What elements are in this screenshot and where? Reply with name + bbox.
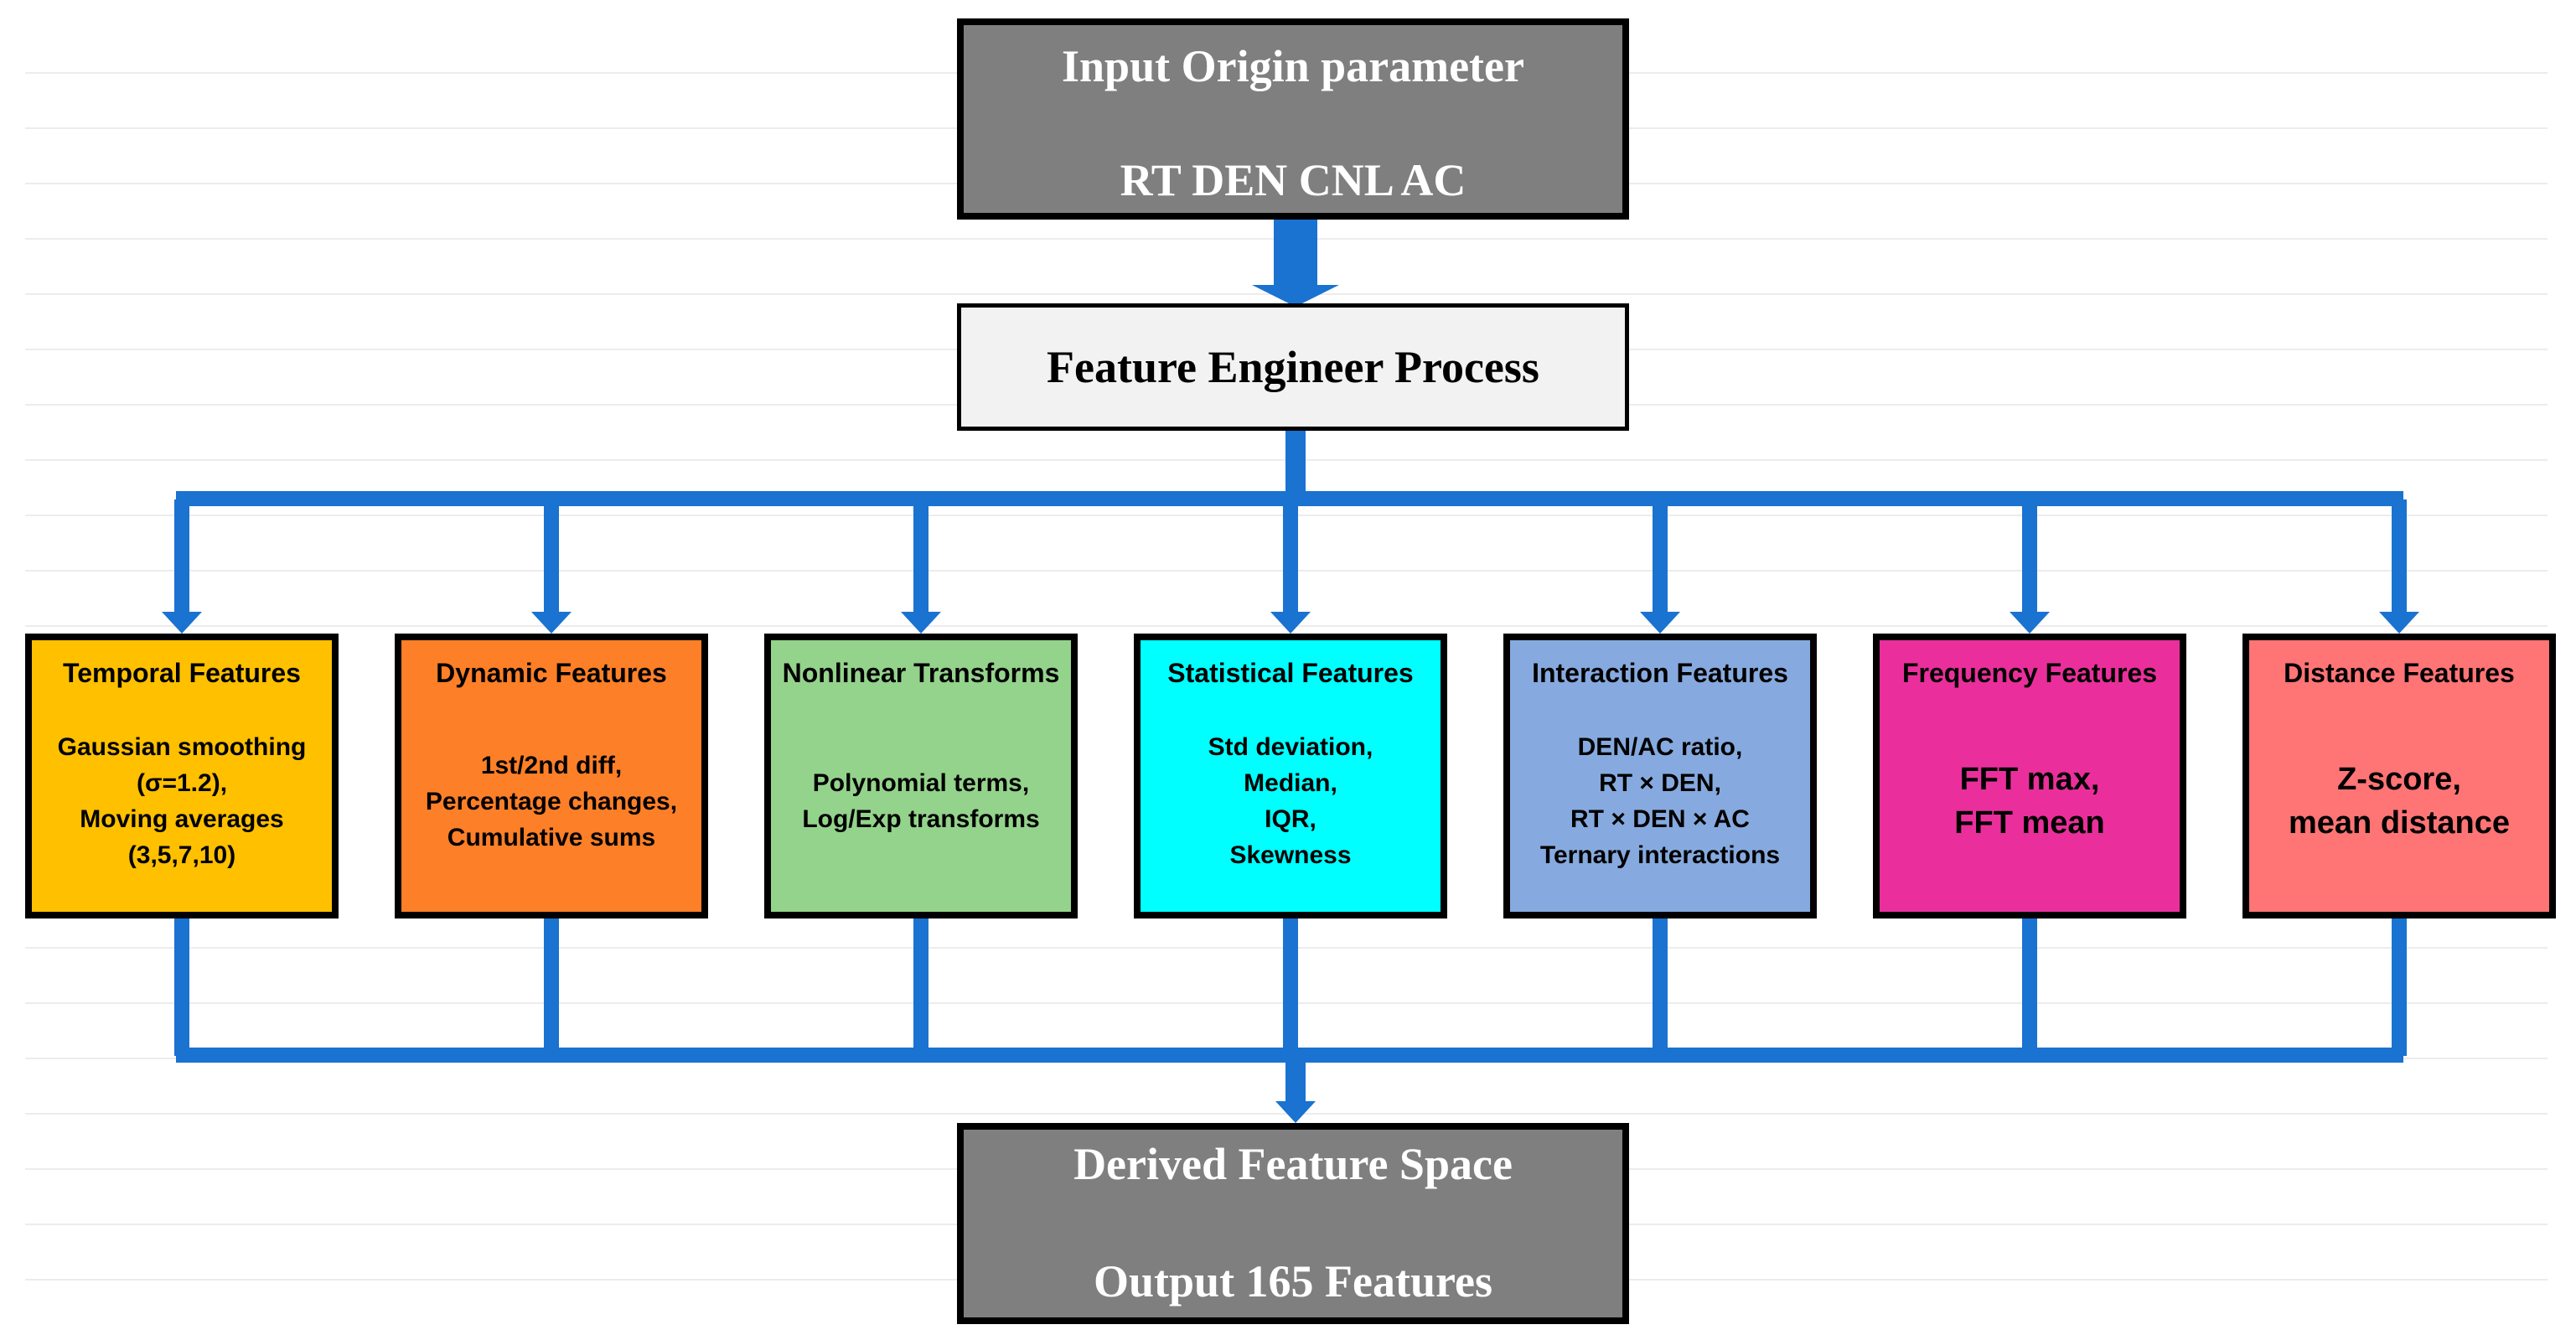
feature-box-title: Nonlinear Transforms [782, 658, 1060, 688]
interaction-return-connector [1653, 913, 1668, 1056]
derived-feature-space-box: Derived Feature Space Output 165 Feature… [957, 1123, 1629, 1324]
nonlinear-branch-connector [913, 499, 928, 613]
process-box-label: Feature Engineer Process [1047, 342, 1539, 392]
feature-box-body: Polynomial terms, Log/Exp transforms [802, 769, 1040, 833]
frequency-return-connector [2022, 913, 2037, 1056]
dynamic-arrow-head [531, 612, 572, 634]
input-to-process-arrow-head [1252, 285, 1339, 307]
dynamic-branch-connector [544, 499, 559, 613]
feature-engineer-process-box: Feature Engineer Process [957, 303, 1629, 431]
feature-box-title: Statistical Features [1167, 658, 1414, 688]
distance-arrow-head [2379, 612, 2419, 634]
input-to-process-arrow-shaft [1274, 220, 1317, 287]
frequency-arrow-head [2010, 612, 2050, 634]
nonlinear-return-connector [913, 913, 928, 1056]
feature-box-title: Frequency Features [1901, 658, 2158, 688]
temporal-arrow-head [162, 612, 202, 634]
interaction-branch-connector [1653, 499, 1668, 613]
feature-box-title: Distance Features [2284, 658, 2515, 688]
frequency-branch-connector [2022, 499, 2037, 613]
feature-box-body: Gaussian smoothing (σ=1.2), Moving avera… [57, 733, 307, 869]
feature-box-body: DEN/AC ratio, RT × DEN, RT × DEN × AC Te… [1539, 733, 1781, 869]
feature-box-body: Z-score, mean distance [2289, 762, 2510, 841]
output-box-feature-count: Output 165 Features [1093, 1256, 1492, 1307]
temporal-branch-connector [174, 499, 189, 613]
feature-box-title: Temporal Features [63, 658, 301, 688]
statistical-branch-connector [1283, 499, 1298, 613]
statistical-return-connector [1283, 913, 1298, 1056]
feature-box-body: Std deviation, Median, IQR, Skewness [1208, 733, 1373, 869]
feature-box-body: 1st/2nd diff, Percentage changes, Cumula… [425, 751, 678, 851]
bus-to-output-connector [1285, 1061, 1306, 1103]
feature-box-title: Dynamic Features [436, 658, 667, 688]
statistical-arrow-head [1270, 612, 1311, 634]
input-box-title: Input Origin parameter [1062, 41, 1524, 91]
input-origin-box: Input Origin parameter RT DEN CNL AC [957, 18, 1629, 220]
dynamic-return-connector [544, 913, 559, 1056]
feature-box-body: FFT max, FFT mean [1954, 762, 2105, 841]
output-arrow-head [1275, 1101, 1316, 1123]
interaction-arrow-head [1640, 612, 1680, 634]
nonlinear-arrow-head [901, 612, 941, 634]
top-distribution-bus [176, 491, 2403, 506]
distance-branch-connector [2392, 499, 2407, 613]
temporal-return-connector [174, 913, 189, 1056]
distance-return-connector [2392, 913, 2407, 1056]
output-box-title: Derived Feature Space [1073, 1139, 1513, 1189]
process-down-connector [1285, 429, 1306, 494]
feature-box-title: Interaction Features [1532, 658, 1788, 688]
input-box-parameters: RT DEN CNL AC [1120, 155, 1466, 205]
dynamic-features-box: Dynamic Features 1st/2nd diff, Percentage… [395, 634, 708, 918]
